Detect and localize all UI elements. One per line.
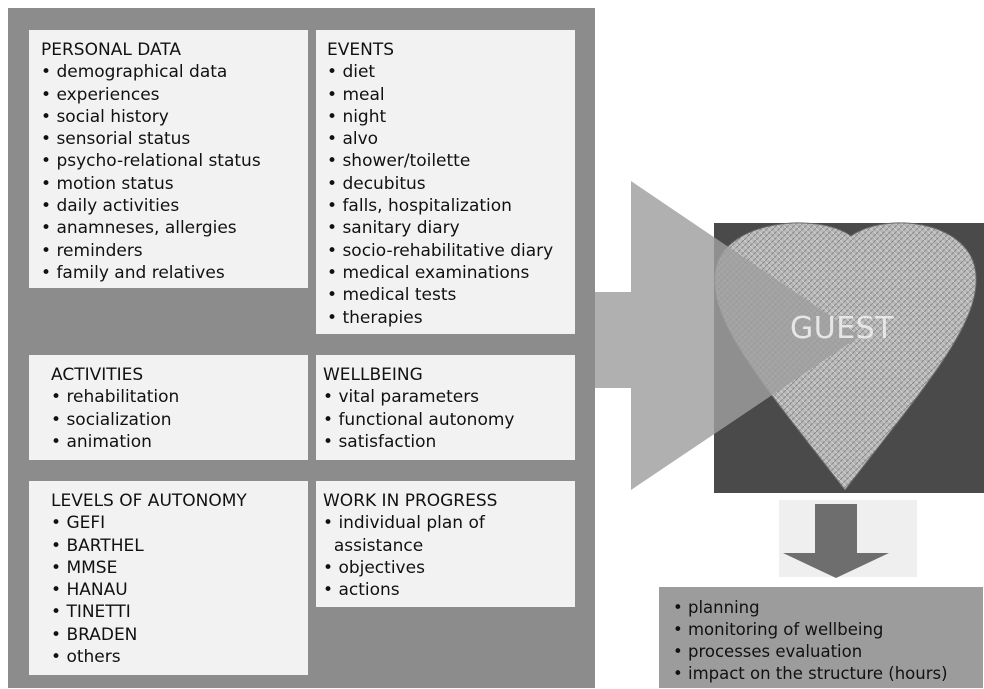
list-item: satisfaction (323, 431, 575, 453)
list-item: social history (41, 106, 308, 128)
list-item-continuation: assistance (333, 535, 424, 556)
guest-label: GUEST (790, 311, 895, 346)
list-item: processes evaluation (673, 641, 983, 663)
activities-list: rehabilitation socialization animation (51, 386, 308, 453)
activities-title: ACTIVITIES (51, 365, 144, 385)
list-item: BRADEN (51, 624, 308, 646)
list-item: GEFI (51, 512, 308, 534)
list-item: MMSE (51, 557, 308, 579)
list-item: TINETTI (51, 601, 308, 623)
list-item: diet (327, 61, 575, 83)
list-item: vital parameters (323, 386, 575, 408)
wellbeing-list: vital parameters functional autonomy sat… (323, 386, 575, 453)
work-in-progress-title: WORK IN PROGRESS (323, 491, 498, 511)
activities-box: ACTIVITIES rehabilitation socialization … (29, 355, 308, 460)
list-item: objectives (323, 557, 575, 579)
list-item: actions (323, 579, 575, 601)
personal-data-box: PERSONAL DATA demographical data experie… (29, 30, 308, 288)
levels-of-autonomy-list: GEFI BARTHEL MMSE HANAU TINETTI BRADEN o… (51, 512, 308, 668)
list-item: socialization (51, 409, 308, 431)
list-item: BARTHEL (51, 535, 308, 557)
list-item: night (327, 106, 575, 128)
list-item: planning (673, 597, 983, 619)
work-in-progress-list: individual plan of assistance objectives… (323, 512, 575, 601)
list-item: daily activities (41, 195, 308, 217)
list-item: therapies (327, 307, 575, 329)
list-item: experiences (41, 84, 308, 106)
events-box: EVENTS diet meal night alvo shower/toile… (316, 30, 575, 334)
list-item: medical examinations (327, 262, 575, 284)
events-list: diet meal night alvo shower/toilette dec… (327, 61, 575, 329)
events-title: EVENTS (327, 40, 395, 60)
list-item: anamneses, allergies (41, 217, 308, 239)
list-item: decubitus (327, 173, 575, 195)
list-item: monitoring of wellbeing (673, 619, 983, 641)
wellbeing-box: WELLBEING vital parameters functional au… (316, 355, 575, 460)
down-arrow-icon (779, 500, 917, 578)
list-item: rehabilitation (51, 386, 308, 408)
list-item: others (51, 646, 308, 668)
list-item: impact on the structure (hours) (673, 663, 983, 685)
list-item: individual plan of (323, 512, 575, 534)
personal-data-title: PERSONAL DATA (41, 40, 181, 60)
list-item: sanitary diary (327, 217, 575, 239)
outcomes-box: planning monitoring of wellbeing process… (659, 587, 983, 688)
list-item: socio-rehabilitative diary (327, 240, 575, 262)
list-item: HANAU (51, 579, 308, 601)
list-item: reminders (41, 240, 308, 262)
list-item: shower/toilette (327, 150, 575, 172)
list-item: motion status (41, 173, 308, 195)
heart-icon (714, 222, 977, 491)
list-item: alvo (327, 128, 575, 150)
outcomes-list: planning monitoring of wellbeing process… (673, 597, 983, 685)
levels-of-autonomy-title: LEVELS OF AUTONOMY (51, 491, 247, 511)
list-item: psycho-relational status (41, 150, 308, 172)
levels-of-autonomy-box: LEVELS OF AUTONOMY GEFI BARTHEL MMSE HAN… (29, 481, 308, 675)
personal-data-list: demographical data experiences social hi… (41, 61, 308, 284)
work-in-progress-box: WORK IN PROGRESS individual plan of assi… (316, 481, 575, 607)
list-item: sensorial status (41, 128, 308, 150)
list-item: functional autonomy (323, 409, 575, 431)
guest-box (714, 223, 984, 493)
list-item: demographical data (41, 61, 308, 83)
list-item: animation (51, 431, 308, 453)
list-item: family and relatives (41, 262, 308, 284)
wellbeing-title: WELLBEING (323, 365, 423, 385)
list-item: medical tests (327, 284, 575, 306)
list-item: falls, hospitalization (327, 195, 575, 217)
list-item: meal (327, 84, 575, 106)
